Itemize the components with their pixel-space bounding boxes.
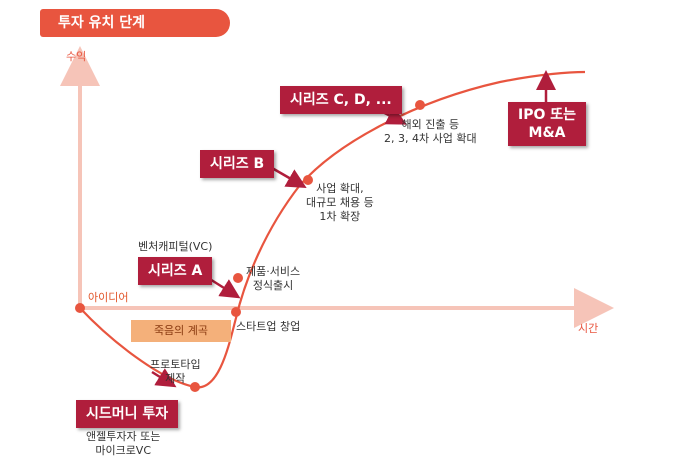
box-series-a: 시리즈 A xyxy=(138,257,213,285)
expand-line-3: 1차 확장 xyxy=(319,210,361,223)
ipo-line-1: IPO 또는 xyxy=(518,107,577,123)
box-series-b: 시리즈 B xyxy=(200,150,275,178)
prototype-line-2: 제작 xyxy=(165,372,186,385)
angel-line-2: 마이크로VC xyxy=(95,444,152,457)
arrow-seed xyxy=(151,368,177,388)
label-startup: 스타트업 창업 xyxy=(236,320,301,333)
x-axis-label: 시간 xyxy=(578,322,599,335)
box-series-cd: 시리즈 C, D, ... xyxy=(280,86,402,114)
global-line-2: 2, 3, 4차 사업 확대 xyxy=(384,132,477,145)
prototype-line-1: 프로토타입 xyxy=(150,358,201,371)
growth-curve xyxy=(79,70,586,389)
label-global: 해외 진출 등 2, 3, 4차 사업 확대 xyxy=(384,118,477,146)
arrow-series-b xyxy=(271,166,307,188)
dot-idea xyxy=(75,303,85,313)
label-vc: 벤처캐피털(VC) xyxy=(138,240,213,253)
label-expand: 사업 확대, 대규모 채용 등 1차 확장 xyxy=(306,182,374,224)
launch-line-2: 정식출시 xyxy=(252,279,294,292)
label-idea: 아이디어 xyxy=(88,291,129,304)
y-axis-label: 수익 xyxy=(66,50,87,63)
dot-global xyxy=(415,100,425,110)
ipo-line-2: M&A xyxy=(528,125,566,141)
angel-line-1: 앤젤투자자 또는 xyxy=(86,430,161,443)
diagram-title: 투자 유치 단계 xyxy=(40,9,230,37)
box-ipo-ma: IPO 또는 M&A xyxy=(508,102,587,146)
dot-prototype xyxy=(190,382,200,392)
dot-startup xyxy=(231,307,241,317)
label-prototype: 프로토타입 제작 xyxy=(150,358,201,386)
global-line-1: 해외 진출 등 xyxy=(401,118,460,131)
expand-line-1: 사업 확대, xyxy=(316,182,364,195)
death-valley-label: 죽음의 계곡 xyxy=(131,320,231,342)
expand-line-2: 대규모 채용 등 xyxy=(306,196,374,209)
launch-line-1: 제품·서비스 xyxy=(246,265,301,278)
box-seed-money: 시드머니 투자 xyxy=(76,400,179,428)
label-launch: 제품·서비스 정식출시 xyxy=(246,265,300,293)
label-angel: 앤젤투자자 또는 마이크로VC xyxy=(86,430,160,458)
dot-launch xyxy=(233,273,243,283)
